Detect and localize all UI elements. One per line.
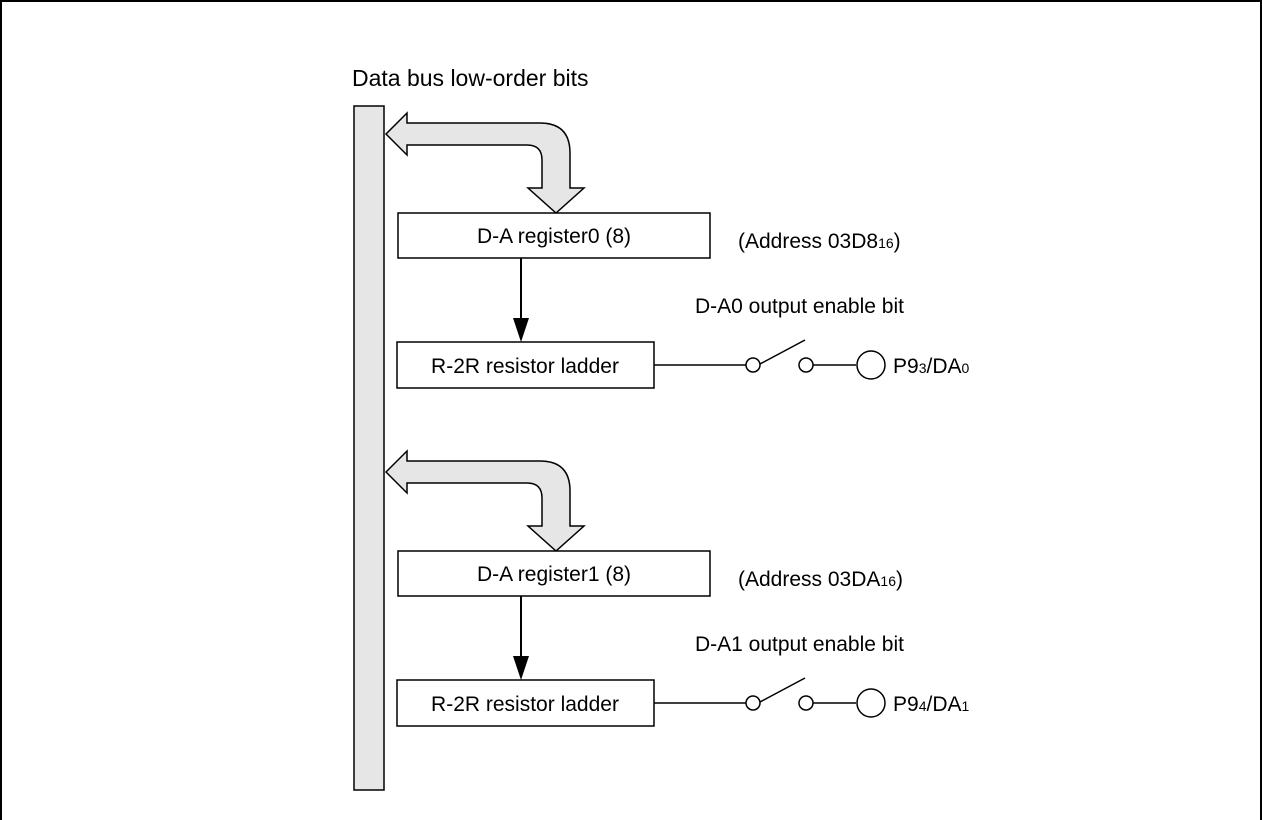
channel-0: D-A register0 (8) (Address 03D816) D-A0 … bbox=[384, 111, 970, 389]
switch-contact-left-0 bbox=[745, 357, 761, 373]
pin-terminal-0 bbox=[856, 350, 886, 380]
da-register-1-label: D-A register1 (8) bbox=[477, 563, 631, 586]
da-register-0-label: D-A register0 (8) bbox=[477, 225, 631, 248]
r2r-ladder-0-label: R-2R resistor ladder bbox=[431, 355, 619, 378]
da-register-0-box bbox=[397, 212, 711, 259]
switch-blade-0 bbox=[759, 339, 806, 365]
bus-arrow-0 bbox=[384, 111, 586, 215]
r2r-ladder-0-box bbox=[396, 341, 655, 389]
pin-terminal-1 bbox=[856, 688, 886, 718]
data-bus-bar bbox=[353, 105, 385, 791]
switch-contact-right-1 bbox=[798, 695, 814, 711]
r2r-ladder-1-label: R-2R resistor ladder bbox=[431, 693, 619, 716]
pin-1-label: P94/DA1 bbox=[893, 693, 970, 716]
down-arrowhead-1 bbox=[513, 656, 529, 680]
output-enable-0-label: D-A0 output enable bit bbox=[695, 295, 904, 318]
address-0-label: (Address 03D816) bbox=[738, 230, 901, 253]
bus-arrow-1 bbox=[384, 449, 586, 553]
address-1-label: (Address 03DA16) bbox=[738, 568, 903, 591]
output-enable-1-label: D-A1 output enable bit bbox=[695, 633, 904, 656]
switch-blade-1 bbox=[759, 677, 806, 703]
data-bus-title: Data bus low-order bits bbox=[352, 65, 589, 91]
channel-1: D-A register1 (8) (Address 03DA16) D-A1 … bbox=[384, 449, 970, 727]
pin-0-label: P93/DA0 bbox=[893, 355, 970, 378]
down-arrowhead-0 bbox=[513, 318, 529, 342]
switch-contact-right-0 bbox=[798, 357, 814, 373]
switch-contact-left-1 bbox=[745, 695, 761, 711]
da-register-1-box bbox=[397, 550, 711, 597]
